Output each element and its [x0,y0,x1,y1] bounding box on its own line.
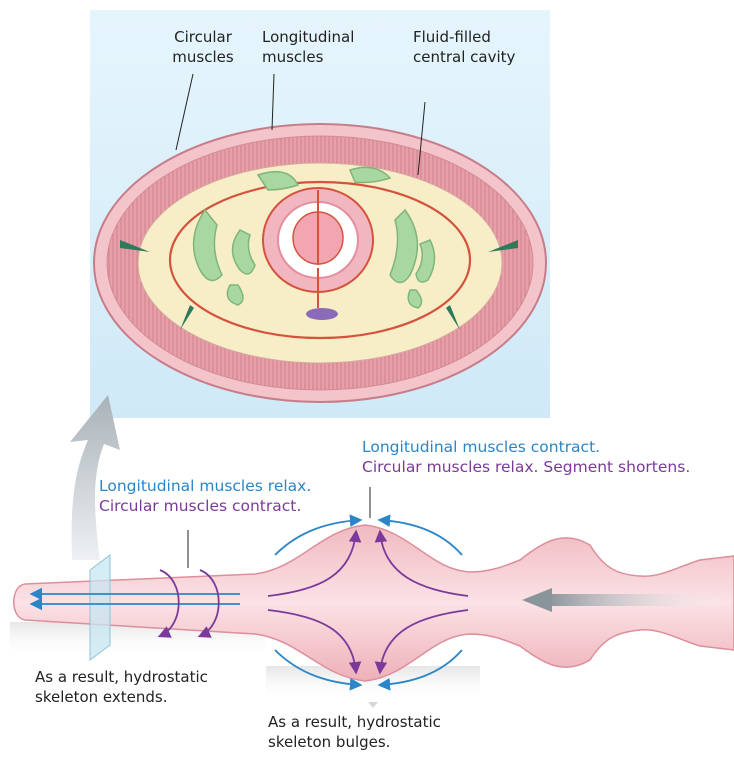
cross-section-panel [90,10,550,418]
label-circular-muscles: Circular muscles [163,27,243,67]
result-line: skeleton extends. [35,687,208,707]
section-plane [90,555,110,660]
direction-arrow-shaft [548,594,734,606]
caption-right-line1: Longitudinal muscles contract. [362,437,690,457]
label-line: muscles [262,47,354,67]
label-line: Longitudinal [262,27,354,47]
caption-left-line2: Circular muscles contract. [99,496,311,516]
label-line: Circular [163,27,243,47]
result-extends: As a result, hydrostatic skeleton extend… [35,667,208,707]
label-line: Fluid-filled [413,27,515,47]
result-line: As a result, hydrostatic [35,667,208,687]
label-fluid-cavity: Fluid-filled central cavity [413,27,515,67]
caption-right-phase: Longitudinal muscles contract. Circular … [362,437,690,477]
nerve-cord [306,308,338,320]
label-line: muscles [163,47,243,67]
result-line: skeleton bulges. [268,732,441,752]
result-bulges: As a result, hydrostatic skeleton bulges… [268,712,441,752]
caption-left-phase: Longitudinal muscles relax. Circular mus… [99,476,311,516]
caption-right-line2: Circular muscles relax. Segment shortens… [362,457,690,477]
caption-left-line1: Longitudinal muscles relax. [99,476,311,496]
result-line: As a result, hydrostatic [268,712,441,732]
label-longitudinal-muscles: Longitudinal muscles [262,27,354,67]
label-line: central cavity [413,47,515,67]
